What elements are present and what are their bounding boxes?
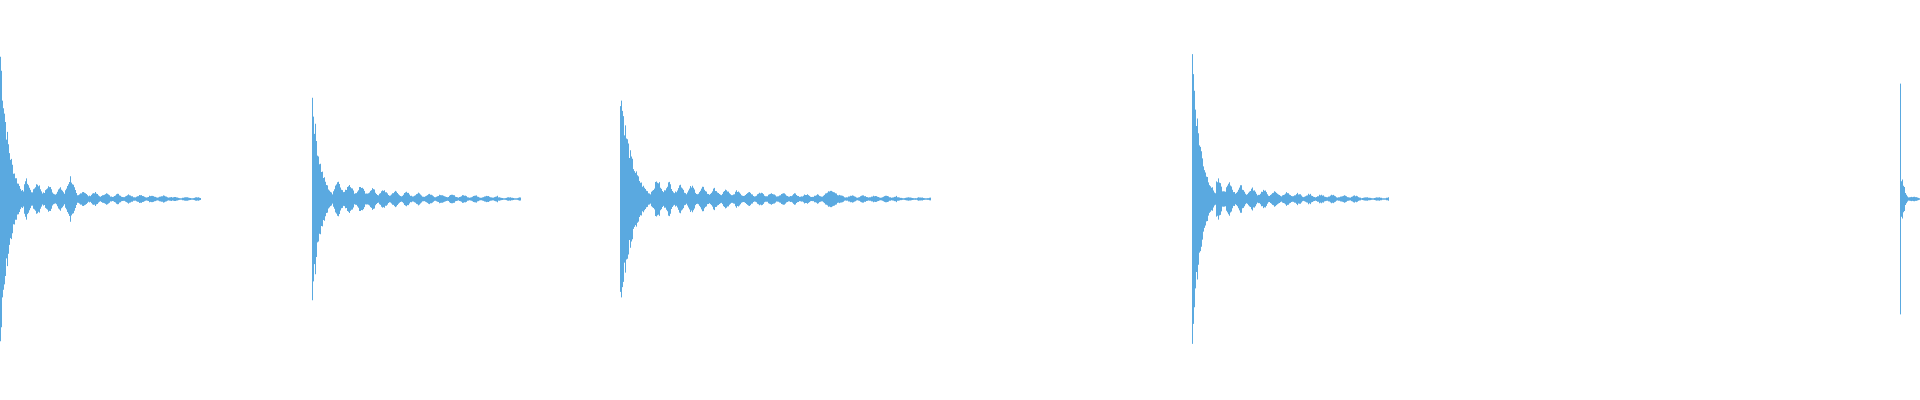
transient-1-samples [0, 56, 201, 342]
transient-4-samples [1192, 54, 1389, 344]
waveform-transients [0, 54, 1920, 344]
transient-3 [620, 100, 931, 298]
transient-4 [1192, 54, 1389, 344]
transient-5 [1900, 83, 1920, 315]
transient-3-samples [620, 100, 931, 298]
transient-2-samples [312, 97, 521, 301]
transient-1 [0, 56, 201, 342]
transient-5-samples [1900, 83, 1920, 315]
transient-2 [312, 97, 521, 301]
